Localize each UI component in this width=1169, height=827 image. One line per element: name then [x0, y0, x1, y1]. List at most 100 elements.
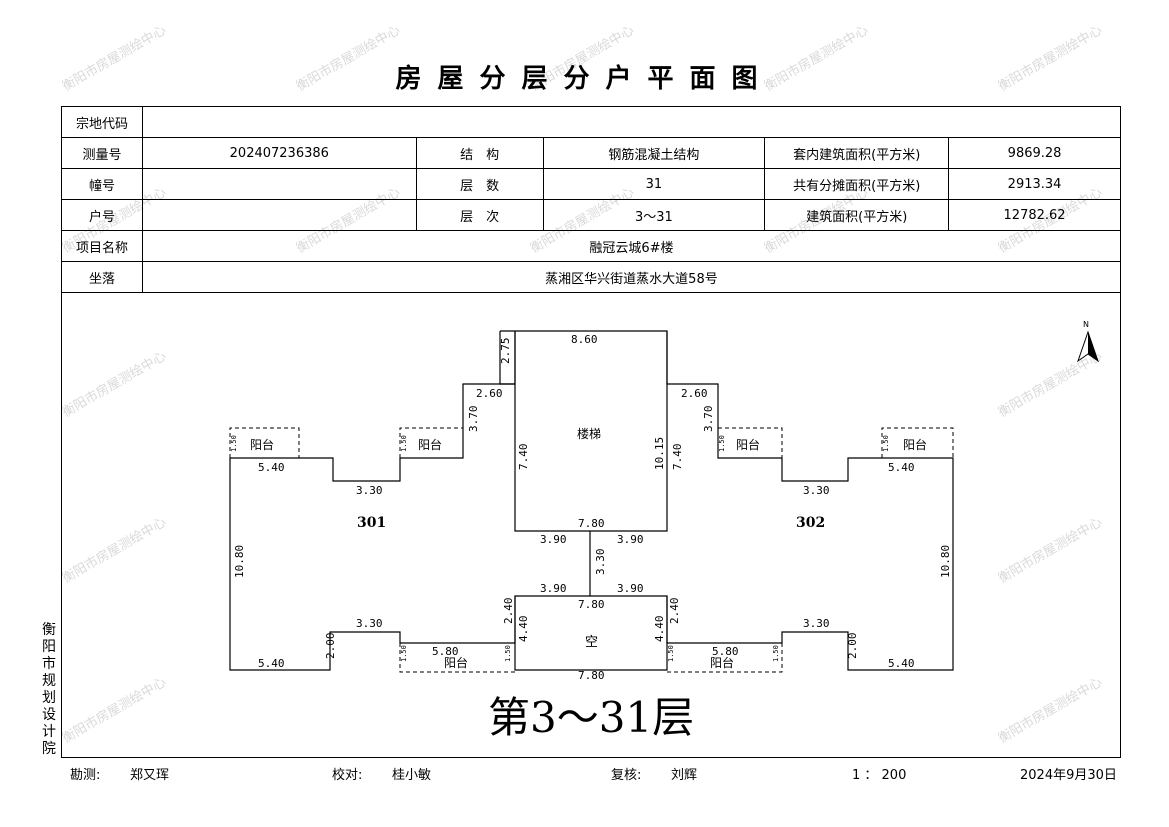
balcony-outline	[399, 643, 515, 673]
floor-label: 第3～31层	[488, 693, 694, 742]
outer-wall	[229, 330, 954, 671]
dim-label: 1.50	[400, 435, 408, 452]
north-label: N	[1083, 320, 1089, 329]
balcony-label: 阳台	[250, 437, 274, 452]
info-table: 宗地代码 测量号 202407236386 结 构 钢筋混凝土结构 套内建筑面积…	[61, 106, 1122, 293]
value-cell: 蒸湘区华兴街道蒸水大道58号	[141, 261, 1122, 293]
label-cell: 共有分摊面积(平方米)	[764, 168, 950, 200]
footer-kance-name: 郑又珲	[130, 768, 170, 783]
balcony-outline	[399, 427, 463, 458]
dim-label: 1.50	[882, 435, 890, 452]
dim-label: 2.60	[681, 387, 708, 400]
dim-label: 5.40	[888, 657, 915, 670]
footer-jiaodui-label: 校对:	[332, 768, 363, 783]
value-cell: 12782.62	[948, 199, 1121, 231]
footer-jiaodui-name: 桂小敏	[392, 768, 432, 783]
balcony-label: 阳台	[710, 655, 734, 670]
dim-label: 7.40	[671, 444, 684, 471]
dim-label: 3.90	[540, 533, 567, 546]
label-cell: 层 次	[415, 199, 544, 231]
dim-label: 3.30	[356, 484, 383, 497]
small-dimensions: 1.50 1.50 1.50 1.50 1.50 1.50 1.50 1.50	[230, 435, 890, 662]
footer-scale: 1 ： 200	[852, 768, 907, 783]
page-title: 房屋分层分户平面图	[395, 64, 774, 94]
label-cell: 结 构	[415, 137, 544, 169]
value-cell: 202407236386	[141, 137, 417, 169]
value-cell: 2913.34	[948, 168, 1121, 200]
dim-label: 10.80	[233, 545, 246, 578]
value-cell: 31	[542, 168, 766, 200]
dim-label: 5.80	[712, 645, 739, 658]
dim-label: 3.30	[356, 617, 383, 630]
footer-fuhe-label: 复核:	[611, 768, 642, 783]
dim-label: 1.50	[400, 645, 408, 662]
balcony-outline	[881, 427, 954, 458]
label-cell: 项目名称	[61, 230, 143, 262]
dim-label: 1.50	[504, 645, 512, 662]
dim-label: 3.70	[702, 406, 715, 433]
dim-label: 2.00	[846, 633, 859, 660]
label-cell: 坐落	[61, 261, 143, 293]
label-cell: 宗地代码	[61, 106, 143, 138]
balcony-label: 阳台	[444, 655, 468, 670]
balcony-label: 阳台	[903, 437, 927, 452]
balcony-outline	[229, 427, 300, 458]
table-row: 幢号 层 数 31 共有分摊面积(平方米) 2913.34	[61, 168, 1121, 200]
dim-label: 2.40	[502, 598, 515, 625]
dim-label: 7.40	[517, 444, 530, 471]
walls	[229, 330, 954, 671]
floor-plan: 8.60 2.75 2.60 2.60 3.70 3.70 7.40 10.15…	[229, 320, 1099, 742]
balconies	[229, 427, 954, 673]
dim-label: 2.40	[668, 598, 681, 625]
label-cell: 层 数	[415, 168, 544, 200]
dim-label: 3.70	[467, 406, 480, 433]
dim-label: 5.40	[258, 461, 285, 474]
dim-label: 1.50	[772, 645, 780, 662]
balcony-label: 阳台	[736, 437, 760, 452]
unit-label-302: 302	[796, 515, 825, 531]
dim-label: 3.90	[540, 582, 567, 595]
balcony-label: 阳台	[418, 437, 442, 452]
room-labels: 阳台 阳台 阳台 阳台 阳台 阳台 楼梯 空 301 302 第3～31层	[250, 426, 927, 742]
table-row: 户号 层 次 3～31 建筑面积(平方米) 12782.62	[61, 199, 1121, 231]
north-arrow-fill	[1088, 332, 1098, 361]
table-row: 坐落 蒸湘区华兴街道蒸水大道58号	[61, 261, 1122, 293]
balcony-outline	[718, 427, 783, 458]
dim-label: 2.00	[324, 633, 337, 660]
dim-label: 3.30	[803, 484, 830, 497]
stair-label: 楼梯	[577, 426, 601, 441]
dim-label: 3.30	[594, 549, 607, 576]
dim-label: 4.40	[517, 616, 530, 643]
value-cell: 3～31	[542, 199, 766, 231]
label-cell: 户号	[61, 199, 143, 231]
void-wall	[514, 596, 668, 671]
unit-label-301: 301	[357, 515, 386, 531]
dim-label: 3.90	[617, 533, 644, 546]
void-label: 空	[585, 635, 598, 650]
balcony-outline	[667, 643, 783, 673]
label-cell: 测量号	[61, 137, 143, 169]
table-row: 宗地代码	[61, 106, 1122, 138]
label-cell: 套内建筑面积(平方米)	[764, 137, 950, 169]
dim-label: 7.80	[578, 669, 605, 682]
table-row: 测量号 202407236386 结 构 钢筋混凝土结构 套内建筑面积(平方米)…	[61, 137, 1121, 169]
dimensions: 8.60 2.75 2.60 2.60 3.70 3.70 7.40 10.15…	[233, 333, 952, 682]
value-cell: 9869.28	[948, 137, 1121, 169]
label-cell: 幢号	[61, 168, 143, 200]
dim-label: 7.80	[578, 598, 605, 611]
footer-kance-label: 勘测:	[70, 768, 101, 783]
side-label: 衡阳市规划设计院	[42, 622, 56, 757]
dim-label: 8.60	[571, 333, 598, 346]
north-arrow: N	[1077, 320, 1099, 363]
dim-label: 5.40	[888, 461, 915, 474]
dim-label: 5.40	[258, 657, 285, 670]
dim-label: 1.50	[667, 645, 675, 662]
footer-fuhe-name: 刘辉	[671, 768, 698, 783]
dim-label: 3.90	[617, 582, 644, 595]
table-row: 项目名称 融冠云城6#楼	[61, 230, 1122, 262]
dim-label: 1.50	[718, 435, 726, 452]
shaft-wall	[499, 331, 515, 385]
footer-date: 2024年9月30日	[1020, 768, 1117, 783]
dim-label: 2.75	[499, 338, 512, 365]
value-cell	[141, 168, 417, 200]
